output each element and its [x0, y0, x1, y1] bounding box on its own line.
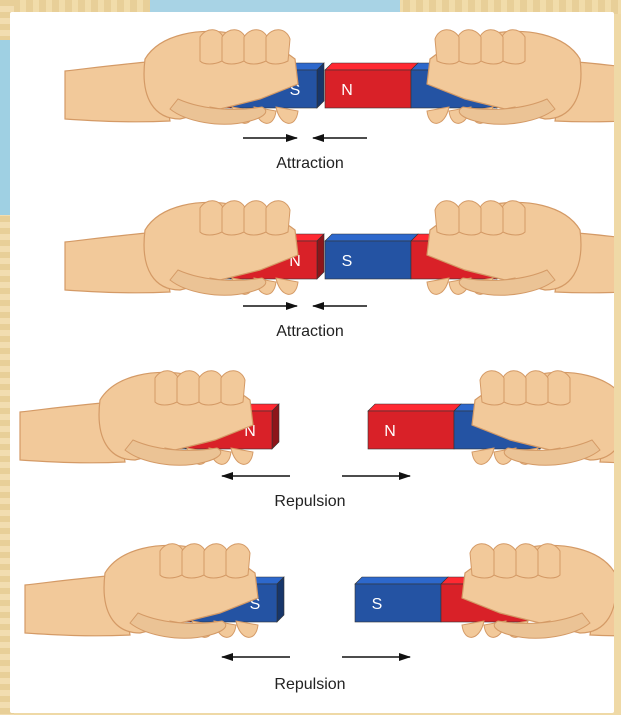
row-3-right-magnet-north-pole — [368, 411, 454, 449]
row-2-left-finger — [222, 201, 246, 235]
row-3-left-finger — [221, 371, 245, 405]
row-4-right-finger — [514, 544, 538, 578]
row-4-left-finger — [226, 544, 250, 578]
row-3-right-finger — [480, 371, 504, 405]
row-2-left-finger — [244, 201, 268, 235]
row-1-left-finger — [200, 30, 224, 64]
row-2-left-magnet-end-face — [317, 234, 324, 279]
row-2-right-fingertip — [427, 278, 449, 294]
row-2-left-fingertip — [276, 278, 298, 294]
row-4-right-magnet-south-top-face — [355, 577, 448, 584]
row-2-right-magnet-south-label: S — [342, 253, 353, 270]
row-4: NSSN — [25, 544, 614, 638]
row-1-right-finger — [501, 30, 525, 64]
row-3-left-finger — [177, 371, 201, 405]
row-3-right-finger — [546, 371, 570, 405]
row-2: SNSN — [65, 201, 614, 295]
row-4-left-finger — [160, 544, 184, 578]
row-3-right-magnet-north-label: N — [384, 423, 396, 440]
row-2-right-magnet-south-pole — [325, 241, 411, 279]
row-2-left-finger — [266, 201, 290, 235]
row-3-left-hand — [20, 371, 253, 465]
row-4-left-finger — [182, 544, 206, 578]
row-3-right-finger — [502, 371, 526, 405]
row-2-right-finger — [457, 201, 481, 235]
row-3-right-finger — [524, 371, 548, 405]
row-4-right-fingertip — [462, 621, 484, 637]
row-4-left-fingertip — [236, 621, 258, 637]
caption-row-1: Attraction — [210, 155, 410, 173]
row-3-left-finger — [199, 371, 223, 405]
row-1-right-finger — [435, 30, 459, 64]
row-2-right-magnet-south-top-face — [325, 234, 418, 241]
row-2-right-finger — [479, 201, 503, 235]
caption-row-3: Repulsion — [210, 493, 410, 511]
row-1-left-hand — [65, 30, 298, 124]
row-4-left-hand — [25, 544, 258, 638]
row-1-right-fingertip — [427, 107, 449, 123]
row-1-left-fingertip — [276, 107, 298, 123]
row-1-left-finger — [222, 30, 246, 64]
row-3-left-magnet-end-face — [272, 404, 279, 449]
row-4-right-finger — [470, 544, 494, 578]
row-2-left-hand — [65, 201, 298, 295]
row-1-right-finger — [479, 30, 503, 64]
row-2-right-finger — [435, 201, 459, 235]
row-1-left-finger — [266, 30, 290, 64]
row-2-right-hand — [427, 201, 614, 295]
caption-row-2: Attraction — [210, 323, 410, 341]
magnet-diagram: NSNSSNSNSNNSNSSN — [10, 12, 614, 713]
row-4-right-finger — [492, 544, 516, 578]
row-1-right-finger — [457, 30, 481, 64]
row-1-left-magnet-end-face — [317, 63, 324, 108]
row-2-left-finger — [200, 201, 224, 235]
row-3-right-hand — [472, 371, 614, 465]
row-3-right-fingertip — [472, 448, 494, 464]
row-1-left-finger — [244, 30, 268, 64]
row-4-left-finger — [204, 544, 228, 578]
row-4-right-hand — [462, 544, 614, 638]
row-1-right-magnet-north-label: N — [341, 82, 353, 99]
row-4-right-magnet-south-label: S — [372, 596, 383, 613]
row-3-right-magnet-north-top-face — [368, 404, 461, 411]
row-3-left-finger — [155, 371, 179, 405]
row-4-right-magnet-south-pole — [355, 584, 441, 622]
row-4-right-finger — [536, 544, 560, 578]
row-2-right-finger — [501, 201, 525, 235]
row-1-right-hand — [427, 30, 614, 124]
row-3-left-fingertip — [231, 448, 253, 464]
row-1-right-magnet-north-pole — [325, 70, 411, 108]
row-4-left-magnet-end-face — [277, 577, 284, 622]
caption-row-4: Repulsion — [210, 676, 410, 694]
diagram-panel: NSNSSNSNSNNSNSSN Attraction Attraction R… — [10, 12, 614, 713]
row-1-right-magnet-north-top-face — [325, 63, 418, 70]
row-1: NSNS — [65, 30, 614, 124]
